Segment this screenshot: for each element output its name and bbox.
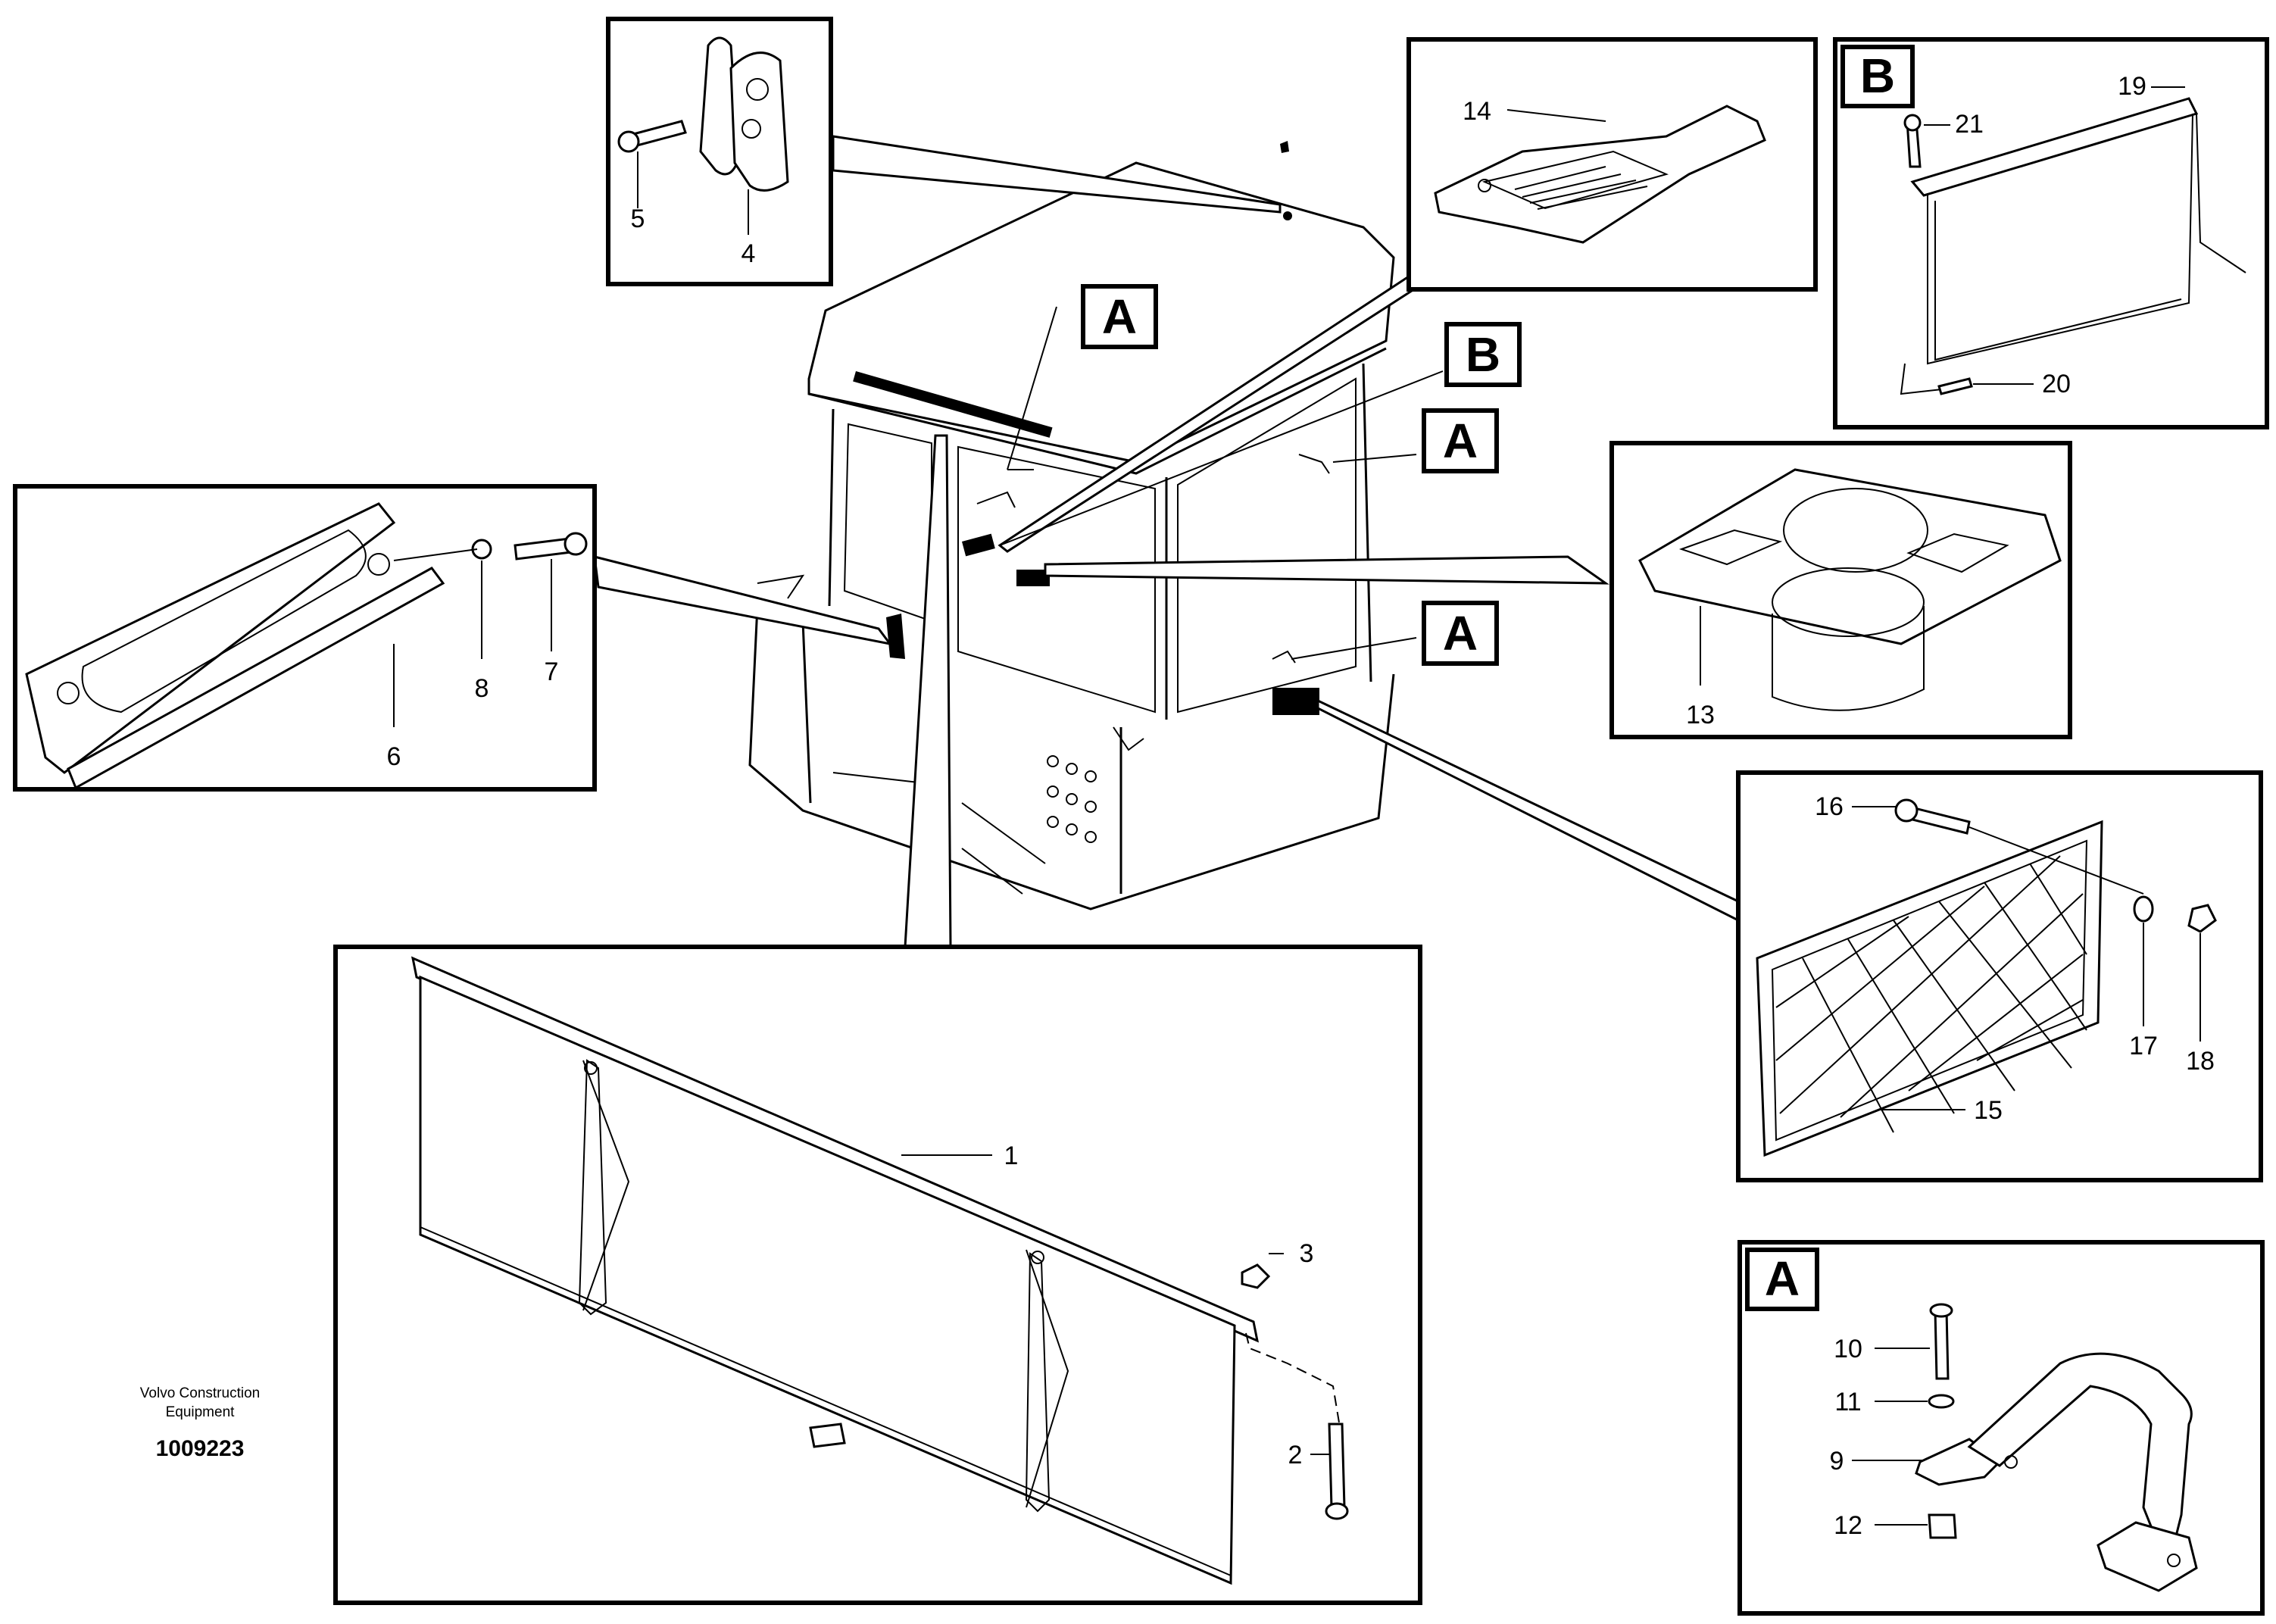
detail-box-b: B 21 19 20: [1833, 37, 2269, 429]
pointer-lines: [593, 135, 1740, 948]
callout-15: 15: [1974, 1096, 2003, 1125]
detail-box-a: A 10 11 9 12: [1737, 1240, 2265, 1616]
tag-a-lower-label: A: [1443, 606, 1478, 661]
detail-box-tray: 14: [1406, 37, 1818, 292]
box-b-tag: B: [1860, 48, 1895, 103]
brand-line-1: Volvo Construction: [140, 1385, 260, 1401]
footer: Volvo Construction Equipment 1009223: [140, 1385, 260, 1461]
callout-13: 13: [1686, 701, 1715, 729]
detail-box-cupholder: 13: [1609, 441, 2072, 739]
callout-6: 6: [387, 742, 401, 771]
callout-20: 20: [2042, 370, 2071, 398]
detail-box-hook: 5 4: [606, 17, 833, 286]
callout-8: 8: [475, 674, 489, 703]
callout-17: 17: [2129, 1032, 2158, 1060]
callout-11: 11: [1834, 1388, 1861, 1416]
tag-a-right: A: [1422, 408, 1499, 473]
cupholder-part: [1638, 468, 2062, 645]
bolt-10: [1934, 1309, 1950, 1380]
handle-part: [25, 502, 396, 774]
nut-12: [1928, 1513, 1957, 1539]
tag-a-right-label: A: [1443, 414, 1478, 468]
tag-a-top: A: [1081, 284, 1158, 349]
detail-box-handle: 8 7 6: [13, 484, 597, 792]
callout-21: 21: [1955, 110, 1984, 139]
callout-10: 10: [1834, 1335, 1862, 1363]
callout-12: 12: [1834, 1511, 1862, 1540]
detail-box-visor: 1 3 2: [333, 945, 1422, 1605]
callout-18: 18: [2186, 1047, 2215, 1076]
visor-screen: [419, 975, 1236, 1585]
bolt-2: [1328, 1423, 1346, 1509]
callout-5: 5: [631, 205, 645, 233]
tag-a-top-label: A: [1102, 289, 1137, 344]
callout-1: 1: [1004, 1141, 1019, 1170]
callout-2: 2: [1288, 1441, 1303, 1469]
net-part: [1756, 820, 2103, 1157]
callout-9: 9: [1830, 1447, 1844, 1476]
callout-16: 16: [1815, 792, 1844, 821]
box-a-tag: A: [1765, 1251, 1800, 1306]
tag-b-cab-label: B: [1466, 327, 1500, 382]
tray-part: [1434, 105, 1766, 244]
callout-4: 4: [741, 239, 756, 268]
detail-box-net: 16 17 18 15: [1736, 770, 2263, 1182]
tag-b-cab: B: [1444, 322, 1522, 387]
nut-3: [1241, 1263, 1271, 1289]
callout-14: 14: [1463, 97, 1491, 126]
callout-3: 3: [1300, 1239, 1314, 1268]
callout-19: 19: [2118, 72, 2146, 101]
callout-7: 7: [545, 657, 559, 686]
brand-line-2: Equipment: [166, 1404, 236, 1420]
document-number: 1009223: [156, 1436, 245, 1461]
tag-a-lower: A: [1422, 601, 1499, 666]
